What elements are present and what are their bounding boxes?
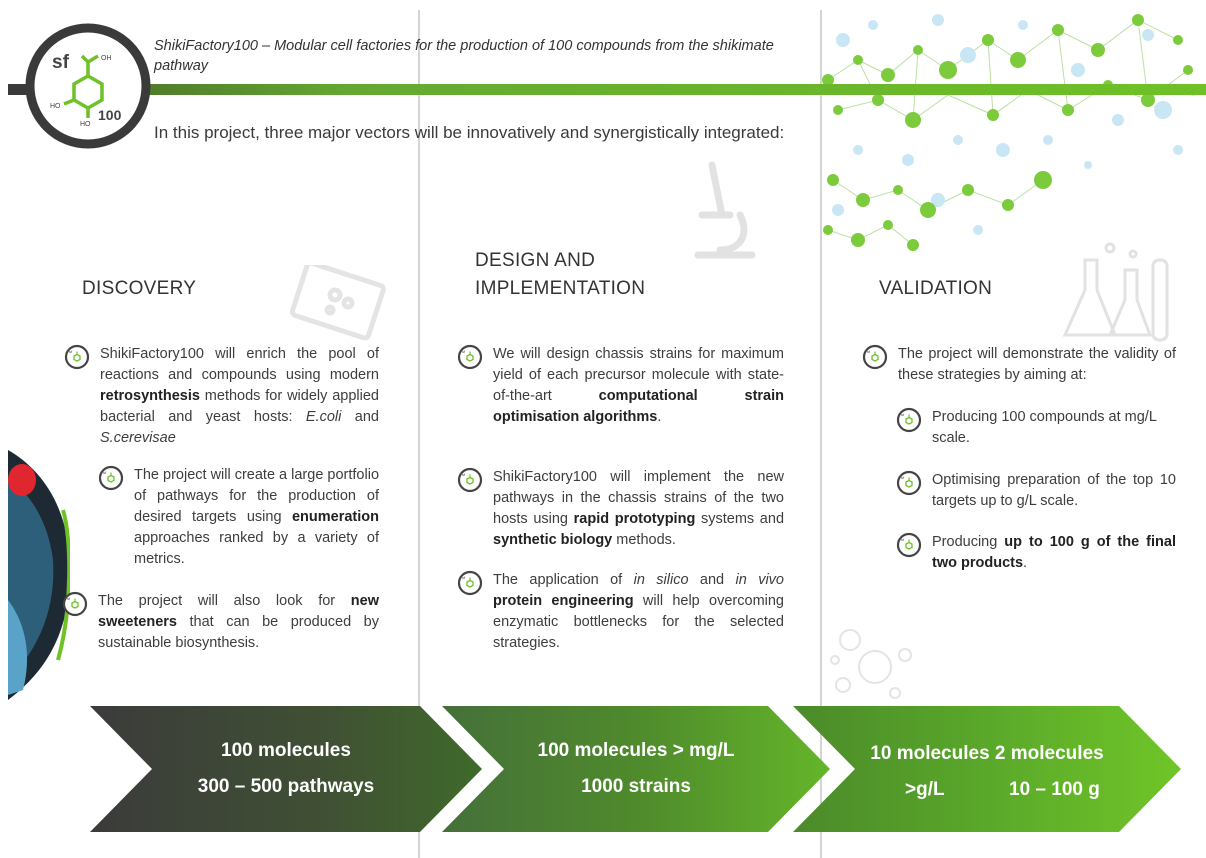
intro-text: In this project, three major vectors wil… xyxy=(154,123,785,142)
arrow-3-line2b: 10 – 100 g xyxy=(1009,779,1100,800)
microscope-icon xyxy=(694,161,756,259)
cell-image xyxy=(8,450,70,700)
heading-discovery: DISCOVERY xyxy=(82,278,197,299)
arrow-1-line1: 100 molecules xyxy=(221,740,351,761)
arrow-3-line1: 10 molecules 2 molecules xyxy=(870,743,1104,764)
shikifactory-logo: sf OH HO HO 100 xyxy=(25,23,151,149)
bullet-molecule-icon xyxy=(457,570,483,596)
page-title: ShikiFactory100 – Modular cell factories… xyxy=(154,38,774,74)
svg-text:HO: HO xyxy=(50,103,61,110)
bullet-molecule-icon xyxy=(64,344,90,370)
heading-design: DESIGN AND IMPLEMENTATION xyxy=(475,250,646,299)
arrow-design: 100 molecules > mg/L 1000 strains xyxy=(442,706,830,832)
bullet-molecule-icon xyxy=(896,407,922,433)
arrow-validation: 10 molecules 2 molecules >g/L 10 – 100 g xyxy=(793,706,1181,832)
arrow-2-line2: 1000 strains xyxy=(581,776,691,797)
flasks-icon xyxy=(1062,242,1169,342)
column-divider xyxy=(820,10,822,858)
computer-icon xyxy=(290,265,386,341)
heading-validation: VALIDATION xyxy=(879,278,993,299)
svg-text:HO: HO xyxy=(80,121,91,128)
bullet-molecule-icon xyxy=(896,532,922,558)
arrow-3-line2a: >g/L xyxy=(905,779,945,800)
arrow-1-line2: 300 – 500 pathways xyxy=(197,776,375,797)
arrow-2-line1: 100 molecules > mg/L xyxy=(537,740,735,761)
molecule-network-decoration xyxy=(822,14,1199,251)
header-bar-green xyxy=(136,84,1206,95)
bullet-molecule-icon xyxy=(62,591,88,617)
arrow-discovery: 100 molecules 300 – 500 pathways xyxy=(90,706,482,832)
bullet-molecule-icon xyxy=(457,467,483,493)
svg-text:sf: sf xyxy=(52,52,70,73)
bullet-molecule-icon xyxy=(98,465,124,491)
column-divider xyxy=(418,10,420,858)
molecule-network-decoration xyxy=(830,629,912,699)
logo-number: 100 xyxy=(98,107,122,123)
svg-text:OH: OH xyxy=(101,55,112,62)
bullet-molecule-icon xyxy=(862,344,888,370)
bullet-molecule-icon xyxy=(896,470,922,496)
bullet-molecule-icon xyxy=(457,344,483,370)
